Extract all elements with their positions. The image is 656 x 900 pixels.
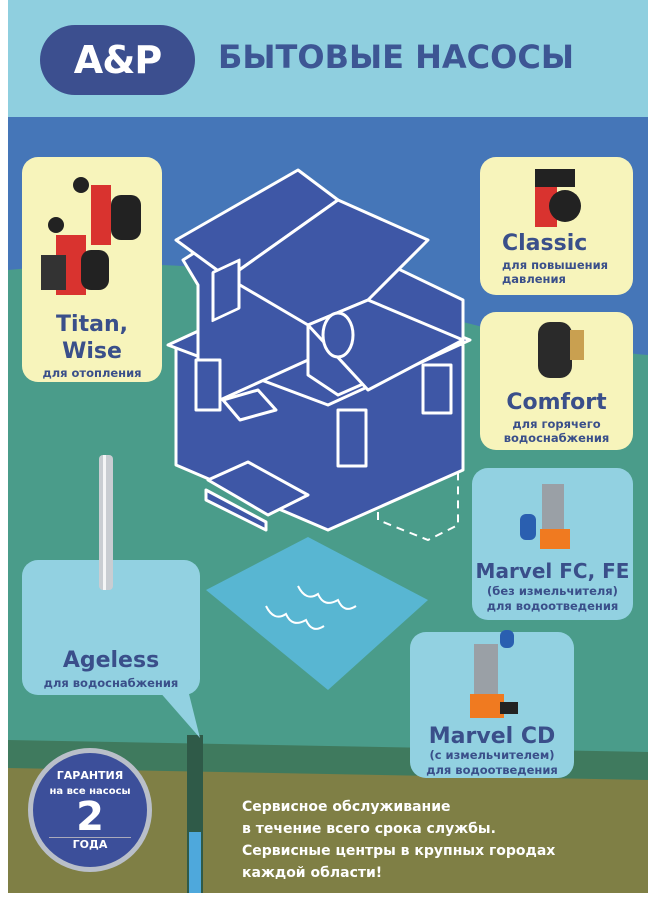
product-purpose: для горячего xyxy=(512,417,601,431)
product-classic: Classic для повышения давления xyxy=(480,157,633,295)
product-purpose-2: давления xyxy=(502,272,566,286)
product-name: Classic xyxy=(502,231,588,256)
product-purpose: для повышения xyxy=(502,258,609,272)
product-marvel-cd: Marvel CD (с измельчителем) для водоотве… xyxy=(410,630,574,778)
grinder-pump-image xyxy=(470,630,518,718)
service-line: в течение всего срока службы. xyxy=(242,821,496,837)
brand-logo: A&P xyxy=(40,25,195,95)
water-waves xyxy=(265,585,357,630)
product-marvel-fc-fe: Marvel FC, FE (без измельчителя) для вод… xyxy=(472,468,633,620)
water-tank xyxy=(206,537,428,690)
product-purpose-2: водоснабжения xyxy=(503,431,610,445)
hot-water-pump-image xyxy=(538,322,584,378)
service-text: Сервисное обслуживание в течение всего с… xyxy=(242,796,555,884)
product-titan-wise: Titan, Wise для отопления xyxy=(22,157,162,382)
drainage-pump-image xyxy=(520,484,570,549)
warranty-badge: ГАРАНТИЯ на все насосы 2 ГОДА xyxy=(28,748,152,872)
service-line: Сервисные центры в крупных городах xyxy=(242,843,556,859)
warranty-unit: ГОДА xyxy=(49,837,131,851)
warranty-number: 2 xyxy=(76,794,104,840)
borehole-pump-image xyxy=(99,455,113,590)
warranty-title: ГАРАНТИЯ xyxy=(56,769,124,782)
product-note: (без измельчителя) xyxy=(487,584,618,598)
booster-pump-image xyxy=(535,169,581,227)
product-name: Titan, xyxy=(56,312,128,337)
product-purpose: для водоотведения xyxy=(486,599,619,613)
product-comfort: Comfort для горячего водоснабжения xyxy=(480,312,633,450)
ageless-bubble-tail xyxy=(158,690,200,738)
page-title: БЫТОВЫЕ НАСОСЫ xyxy=(218,38,574,76)
product-name: Ageless xyxy=(62,648,160,673)
circulation-pump-image xyxy=(41,177,141,295)
product-note: (с измельчителем) xyxy=(429,748,555,762)
product-purpose: для водоотведения xyxy=(426,763,558,777)
poster: A&P БЫТОВЫЕ НАСОСЫ Titan, Wise для отопл… xyxy=(8,0,648,893)
product-name: Marvel FC, FE xyxy=(475,559,630,583)
well-pipe xyxy=(189,832,201,893)
product-name-2: Wise xyxy=(62,339,122,364)
product-name: Comfort xyxy=(506,390,607,415)
service-line: каждой области! xyxy=(242,865,383,881)
product-name: Marvel CD xyxy=(428,724,556,749)
product-purpose: для отопления xyxy=(42,366,142,380)
ground xyxy=(8,768,648,893)
warranty-subtitle: на все насосы xyxy=(49,786,131,797)
product-purpose: для водоснабжения xyxy=(43,676,179,690)
service-line: Сервисное обслуживание xyxy=(242,799,451,815)
house xyxy=(166,168,472,532)
